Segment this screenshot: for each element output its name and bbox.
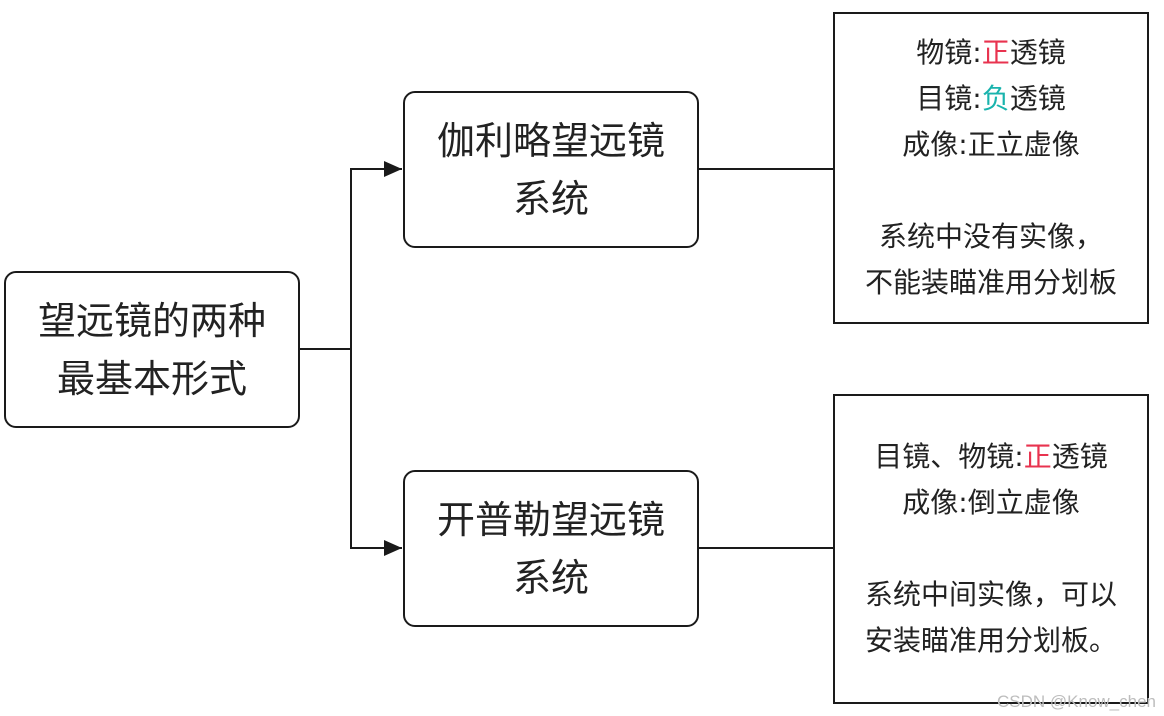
kepler-node: 开普勒望远镜 系统 bbox=[403, 470, 699, 627]
galileo-node: 伽利略望远镜 系统 bbox=[403, 91, 699, 248]
kepler-lens-line: 目镜、物镜:正透镜 bbox=[874, 440, 1108, 473]
galileo-note-2: 不能装瞄准用分划板 bbox=[864, 266, 1117, 299]
positive-lens-label: 正 bbox=[981, 36, 1010, 69]
positive-lens-label: 正 bbox=[1023, 440, 1052, 473]
root-line-1: 望远镜的两种 bbox=[37, 298, 266, 343]
kepler-detail-box: 目镜、物镜:正透镜 成像:倒立虚像 系统中间实像，可以 安装瞄准用分划板。 bbox=[833, 394, 1149, 704]
galileo-objective-line: 物镜:正透镜 bbox=[916, 36, 1066, 69]
root-to-galileo-arrow bbox=[300, 161, 402, 350]
negative-lens-label: 负 bbox=[981, 82, 1010, 115]
kepler-title-1: 开普勒望远镜 bbox=[436, 497, 665, 542]
galileo-note-1: 系统中没有实像， bbox=[878, 220, 1103, 253]
galileo-title-1: 伽利略望远镜 bbox=[436, 118, 665, 163]
kepler-image-line: 成像:倒立虚像 bbox=[902, 486, 1080, 519]
root-to-kepler-arrow bbox=[350, 349, 402, 556]
root-line-2: 最基本形式 bbox=[56, 356, 247, 401]
galileo-image-line: 成像:正立虚像 bbox=[902, 128, 1080, 161]
galileo-eyepiece-line: 目镜:负透镜 bbox=[916, 82, 1066, 115]
kepler-note-2: 安装瞄准用分划板。 bbox=[864, 624, 1117, 657]
galileo-title-2: 系统 bbox=[512, 176, 589, 221]
watermark: CSDN @Know_chen bbox=[997, 692, 1156, 711]
galileo-detail-box: 物镜:正透镜 目镜:负透镜 成像:正立虚像 系统中没有实像， 不能装瞄准用分划板 bbox=[833, 12, 1149, 324]
root-node: 望远镜的两种 最基本形式 bbox=[4, 271, 300, 428]
kepler-title-2: 系统 bbox=[512, 555, 589, 600]
kepler-note-1: 系统中间实像，可以 bbox=[864, 578, 1117, 611]
